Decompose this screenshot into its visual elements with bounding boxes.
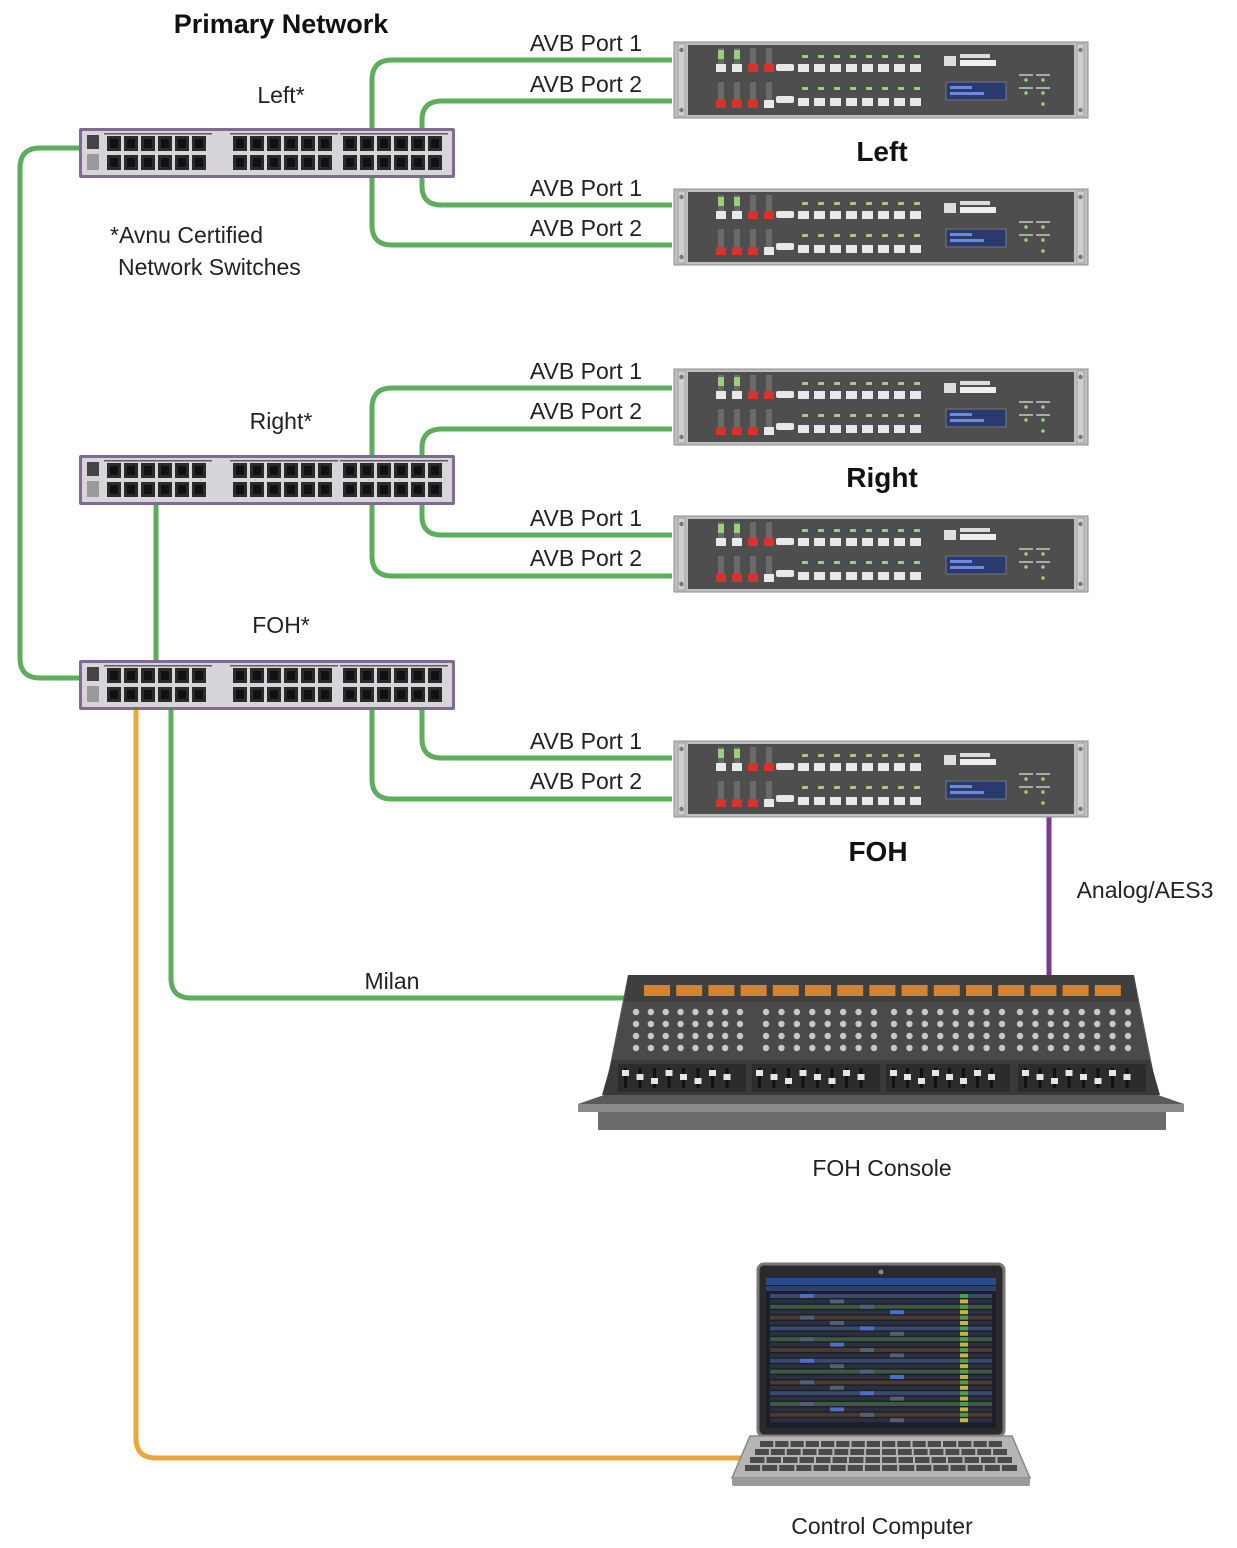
switch-right-label: Right* — [250, 408, 313, 434]
processor-right-2 — [673, 515, 1089, 593]
cable-right-proc2-port2 — [369, 505, 672, 579]
switch-foh — [79, 660, 455, 710]
port-label: AVB Port 1 — [530, 30, 642, 56]
foh-console-label: FOH Console — [812, 1155, 951, 1181]
cable-foh-proc-port1 — [419, 708, 672, 761]
foh-console — [578, 975, 1184, 1130]
page-title: Primary Network — [174, 9, 390, 39]
port-label: AVB Port 2 — [530, 545, 642, 571]
processor-right-1 — [673, 368, 1089, 446]
cable-left-proc1-port1 — [369, 57, 672, 128]
cable-milan — [168, 708, 628, 1001]
port-label: AVB Port 1 — [530, 728, 642, 754]
cable-trunk-left-foh — [17, 145, 80, 681]
cable-left-proc1-port2 — [419, 98, 672, 128]
cable-right-proc1-port2 — [419, 426, 672, 455]
processor-left-1 — [673, 41, 1089, 119]
port-label: AVB Port 2 — [530, 215, 642, 241]
footnote-line1: *Avnu Certified — [110, 222, 263, 248]
port-label: AVB Port 1 — [530, 175, 642, 201]
switch-foh-label: FOH* — [252, 612, 310, 638]
switch-left-label: Left* — [257, 82, 304, 108]
port-label: AVB Port 2 — [530, 398, 642, 424]
footnote-line2: Network Switches — [118, 254, 301, 280]
processor-left-2 — [673, 188, 1089, 266]
analog-aes3-label: Analog/AES3 — [1077, 877, 1214, 903]
switch-left — [79, 128, 455, 178]
control-computer-label: Control Computer — [791, 1513, 973, 1539]
cable-control — [133, 708, 745, 1461]
switch-right — [79, 455, 455, 505]
port-label: AVB Port 1 — [530, 358, 642, 384]
cable-right-proc2-port1 — [419, 505, 672, 538]
cable-layer — [17, 57, 1052, 1461]
cable-left-proc2-port1 — [419, 178, 672, 208]
port-label: AVB Port 2 — [530, 768, 642, 794]
cable-right-proc1-port1 — [369, 385, 672, 455]
cable-foh-proc-port2 — [369, 708, 672, 802]
group-label-left: Left — [856, 136, 907, 167]
group-label-foh: FOH — [848, 836, 907, 867]
control-computer — [730, 1262, 1032, 1486]
milan-label: Milan — [365, 968, 420, 994]
cable-left-proc2-port2 — [369, 178, 672, 248]
port-label: AVB Port 1 — [530, 505, 642, 531]
port-label: AVB Port 2 — [530, 71, 642, 97]
group-label-right: Right — [846, 462, 918, 493]
processor-foh — [673, 740, 1089, 818]
